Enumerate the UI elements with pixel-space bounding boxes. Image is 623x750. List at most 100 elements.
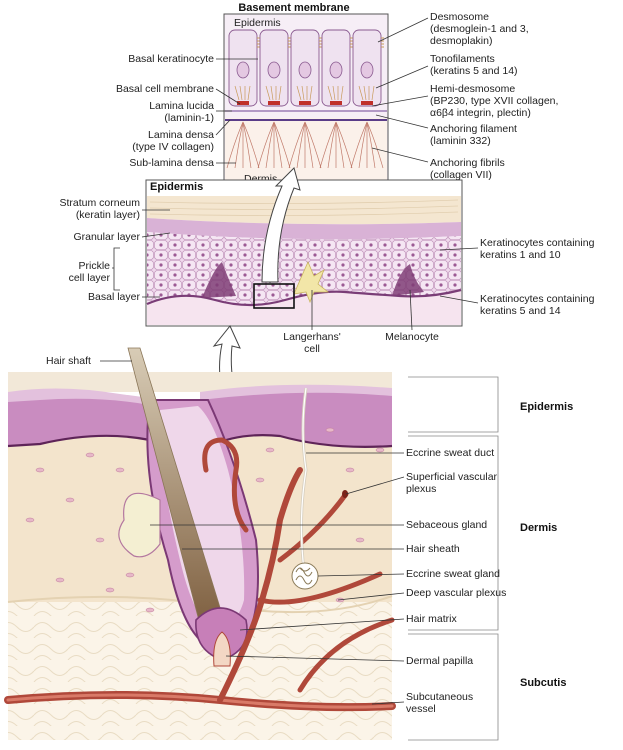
hemidesmosome [299, 101, 311, 105]
label-eccrine-sweat-duct: Eccrine sweat duct [406, 447, 494, 459]
anchoring-fibrils-drawing [226, 121, 384, 169]
label-subcutaneous-vessel-2: vessel [406, 703, 436, 715]
langerhans-cell [293, 261, 330, 304]
label-basal-layer: Basal layer [88, 291, 140, 303]
basement-epidermis-label: Epidermis [234, 17, 281, 29]
dermis-fibroblasts [25, 427, 385, 613]
label-keratinocytes-lower-2: keratins 5 and 14 [480, 305, 561, 317]
label-basal-keratinocyte: Basal keratinocyte [128, 53, 214, 65]
label-anchoring-fibrils-1: Anchoring fibrils [430, 157, 505, 169]
fibroblast [65, 497, 75, 503]
hemidesmosome [361, 101, 373, 105]
label-superficial-plexus-1: Superficial vascular [406, 471, 498, 483]
fibroblast [55, 577, 65, 583]
cell-nucleus [360, 61, 374, 79]
label-hemidesmosome-1: Hemi-desmosome [430, 83, 515, 95]
zoom-arrow-upper-shape [261, 167, 301, 283]
label-hemidesmosome-3: α6β4 integrin, plectin) [430, 107, 531, 119]
region-brackets: Epidermis Dermis Subcutis [408, 376, 573, 741]
label-desmosome-3: desmoplakin) [430, 35, 492, 47]
basement-membrane-panel: Basement membrane Epidermis Dermis Basal… [116, 2, 558, 191]
fibroblast [85, 452, 95, 458]
label-basal-cell-membrane: Basal cell membrane [116, 83, 214, 95]
fibroblast [105, 587, 115, 593]
fibroblast [355, 537, 365, 543]
label-melanocyte: Melanocyte [385, 331, 439, 343]
stratum-corneum [147, 196, 461, 225]
label-keratinocytes-upper-2: keratins 1 and 10 [480, 249, 561, 261]
zoom-region-box [253, 283, 295, 309]
fibroblast [145, 607, 155, 613]
label-sebaceous-gland: Sebaceous gland [406, 519, 487, 531]
label-lamina-densa-2: (type IV collagen) [132, 141, 214, 153]
label-lamina-densa-1: Lamina densa [148, 129, 214, 141]
label-sub-lamina-densa: Sub-lamina densa [129, 157, 214, 169]
vascular-plexus [4, 437, 396, 712]
epidermis-band-right [200, 388, 392, 447]
label-stratum-corneum-1: Stratum corneum [59, 197, 140, 209]
fibroblast [35, 467, 45, 473]
fibroblast [265, 447, 275, 453]
melanocyte-left [202, 262, 236, 298]
label-langerhans-1: Langerhans' [283, 331, 340, 343]
label-subcutaneous-vessel-1: Subcutaneous [406, 691, 473, 703]
basement-dermis-area [225, 118, 387, 189]
cell-nucleus [236, 61, 250, 79]
fibroblast [125, 572, 135, 578]
label-superficial-plexus-2: plexus [406, 483, 436, 495]
label-tonofilaments-2: (keratins 5 and 14) [430, 65, 518, 77]
fibroblast [325, 427, 335, 433]
epidermis-panel: Epidermis Stratum corneum (keratin layer… [59, 179, 595, 355]
label-hair-sheath: Hair sheath [406, 543, 460, 555]
label-eccrine-sweat-gland: Eccrine sweat gland [406, 568, 500, 580]
epidermis-band-left [8, 392, 150, 446]
hemidesmosome [237, 101, 249, 105]
hair-sheath-inner [159, 406, 245, 629]
granular-layer [147, 218, 461, 240]
label-dermal-papilla: Dermal papilla [406, 655, 473, 667]
epidermis-panel-title: Epidermis [150, 181, 203, 193]
label-lamina-lucida-2: (laminin-1) [164, 112, 214, 124]
cell-nucleus [298, 61, 312, 79]
fibroblast [345, 467, 355, 473]
label-anchoring-fibrils-2: (collagen VII) [430, 169, 492, 181]
basal-keratinocyte-cells [228, 29, 384, 107]
eccrine-sweat-gland [291, 562, 319, 590]
label-prickle-1: Prickle [78, 260, 110, 272]
fibroblast [115, 467, 125, 473]
fibroblast [25, 517, 35, 523]
label-keratinocytes-upper-1: Keratinocytes containing [480, 237, 595, 249]
label-prickle-2: cell layer [69, 272, 111, 284]
region-dermis: Dermis [520, 522, 557, 534]
label-lamina-lucida-1: Lamina lucida [149, 100, 214, 112]
cell-nucleus [267, 61, 281, 79]
region-epidermis: Epidermis [520, 401, 573, 413]
label-langerhans-2: cell [304, 343, 320, 355]
hemidesmosome [330, 101, 342, 105]
basement-membrane-title: Basement membrane [238, 2, 349, 14]
label-hemidesmosome-2: (BP230, type XVII collagen, [430, 95, 558, 107]
melanocyte-right [392, 264, 424, 296]
skin-labels: Eccrine sweat duct Superficial vascular … [150, 447, 506, 715]
epidermis-panel-dermis [147, 290, 461, 325]
label-keratinocytes-lower-1: Keratinocytes containing [480, 293, 595, 305]
label-tonofilaments-1: Tonofilaments [430, 53, 495, 65]
dermal-papilla [213, 631, 231, 667]
label-stratum-corneum-2: (keratin layer) [76, 209, 140, 221]
region-subcutis: Subcutis [520, 677, 566, 689]
label-hair-shaft: Hair shaft [46, 355, 91, 367]
hemidesmosome [268, 101, 280, 105]
label-desmosome-2: (desmoglein-1 and 3, [430, 23, 529, 35]
label-deep-vascular-plexus: Deep vascular plexus [406, 587, 506, 599]
vessel-cut-end [342, 490, 348, 498]
fibroblast [375, 447, 385, 453]
label-desmosome-1: Desmosome [430, 11, 489, 23]
label-anchoring-filament-2: (laminin 332) [430, 135, 491, 147]
sebaceous-gland [118, 492, 161, 558]
fibroblast [255, 477, 265, 483]
label-hair-matrix: Hair matrix [406, 613, 458, 625]
skin-cross-section: Hair shaft [4, 347, 396, 740]
label-anchoring-filament-1: Anchoring filament [430, 123, 517, 135]
cell-nucleus [329, 61, 343, 79]
